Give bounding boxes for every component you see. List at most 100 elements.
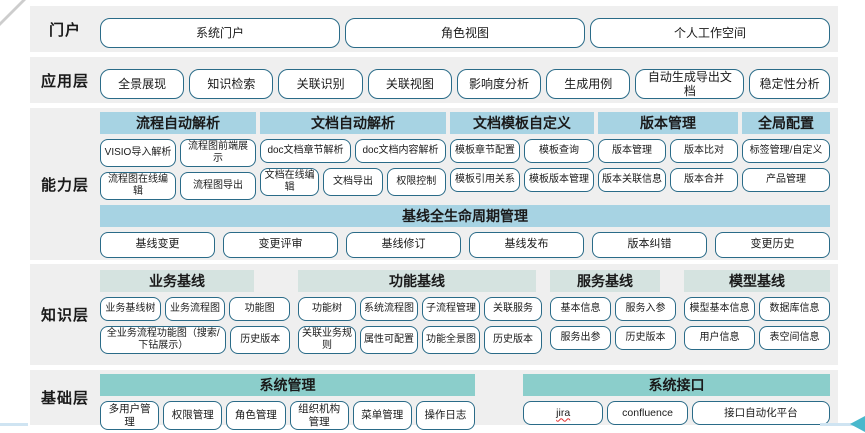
knowledge-group-row: 用户信息表空间信息 — [684, 326, 830, 350]
layer-label-foundation: 基础层 — [40, 390, 89, 407]
layer-label-knowledge: 知识层 — [40, 307, 89, 324]
module-box: 文档在线编辑 — [260, 168, 320, 196]
knowledge-group-row: 业务基线树业务流程图功能图 — [100, 297, 291, 321]
capability-group-row: 模板章节配置模板查询 — [450, 139, 594, 163]
module-box: 菜单管理 — [352, 401, 412, 431]
baseline-lifecycle-header: 基线全生命周期管理 — [100, 205, 830, 227]
module-box: 子流程管理 — [422, 297, 480, 321]
foundation-group-header: 系统管理 — [100, 374, 475, 396]
knowledge-group: 服务基线基本信息服务入参服务出参历史版本 — [550, 270, 676, 350]
module-box: doc文档章节解析 — [260, 139, 351, 163]
module-box: 组织机构管理 — [289, 401, 349, 431]
module-box: VISIO导入解析 — [100, 139, 176, 167]
module-box: 表空间信息 — [759, 326, 830, 350]
knowledge-group-row: 关联业务规则属性可配置功能全景图历史版本 — [298, 326, 542, 354]
module-box: 业务基线树 — [100, 297, 161, 321]
knowledge-group: 业务基线业务基线树业务流程图功能图全业务流程功能图（搜索/下钻展示）历史版本 — [100, 270, 291, 354]
capability-group: 版本管理版本管理版本比对版本关联信息版本合并 — [598, 112, 738, 192]
bottom-right-line-decoration — [820, 423, 854, 426]
knowledge-groups: 业务基线业务基线树业务流程图功能图全业务流程功能图（搜索/下钻展示）历史版本功能… — [100, 264, 830, 354]
baseline-box: 基线变更 — [100, 232, 215, 258]
capability-group-header: 文档自动解析 — [260, 112, 446, 134]
module-box: 历史版本 — [484, 326, 542, 354]
module-box: 流程图前端展示 — [180, 139, 256, 167]
module-box: 历史版本 — [615, 326, 676, 350]
module-box: 全业务流程功能图（搜索/下钻展示） — [100, 326, 227, 354]
module-box: 模板版本管理 — [524, 168, 594, 192]
capability-group-row: 版本管理版本比对 — [598, 139, 738, 163]
app-box: 全景展现 — [100, 69, 185, 99]
module-box: 权限管理 — [163, 401, 223, 431]
module-box: 操作日志 — [415, 401, 476, 431]
module-box: 版本管理 — [598, 139, 666, 163]
knowledge-group-header: 服务基线 — [550, 270, 660, 292]
capability-group-header: 流程自动解析 — [100, 112, 256, 134]
module-box: 关联业务规则 — [298, 326, 356, 354]
capability-group-row: 版本关联信息版本合并 — [598, 168, 738, 192]
capability-group-row: 标签管理/自定义 — [742, 139, 830, 163]
module-box: 模板引用关系 — [450, 168, 520, 192]
bottom-left-line-decoration — [0, 423, 28, 426]
baseline-items: 基线变更变更评审基线修订基线发布版本纠错变更历史 — [100, 232, 830, 258]
module-box: 多用户管理 — [100, 401, 160, 431]
module-box: confluence — [607, 401, 688, 425]
module-box: 版本关联信息 — [598, 168, 666, 192]
baseline-box: 基线修订 — [346, 232, 461, 258]
baseline-box: 基线发布 — [469, 232, 584, 258]
foundation-group-row: 多用户管理权限管理角色管理组织机构管理菜单管理操作日志 — [100, 401, 476, 431]
capability-group-header: 文档模板自定义 — [450, 112, 594, 134]
foundation-group-header: 系统接口 — [523, 374, 830, 396]
module-box: 业务流程图 — [164, 297, 226, 321]
app-box: 关联视图 — [367, 69, 452, 99]
app-box: 关联识别 — [278, 69, 363, 99]
knowledge-group-header: 模型基线 — [684, 270, 830, 292]
knowledge-group-header: 功能基线 — [298, 270, 536, 292]
capability-group: 全局配置标签管理/自定义产品管理 — [742, 112, 830, 192]
knowledge-group-header: 业务基线 — [100, 270, 254, 292]
capability-group-row: 模板引用关系模板版本管理 — [450, 168, 594, 192]
app-box: 自动生成导出文档 — [635, 69, 745, 99]
module-box: 模板章节配置 — [450, 139, 520, 163]
module-box: 权限控制 — [386, 168, 446, 196]
capability-group-row: VISIO导入解析流程图前端展示 — [100, 139, 256, 167]
portal-box: 系统门户 — [100, 18, 340, 48]
module-box: 版本合并 — [670, 168, 738, 192]
portal-items: 系统门户角色视图个人工作空间 — [100, 6, 838, 52]
module-box: 基本信息 — [550, 297, 611, 321]
portal-box: 个人工作空间 — [590, 18, 830, 48]
app-box: 知识检索 — [189, 69, 274, 99]
layer-portal: 门户 系统门户角色视图个人工作空间 — [30, 6, 838, 52]
knowledge-group-row: 服务出参历史版本 — [550, 326, 676, 350]
module-box: 服务出参 — [550, 326, 611, 350]
module-box: 标签管理/自定义 — [742, 139, 830, 163]
baseline-box: 变更评审 — [223, 232, 338, 258]
module-box: 模型基本信息 — [684, 297, 755, 321]
layer-label-portal: 门户 — [48, 21, 81, 39]
knowledge-group: 功能基线功能树系统流程图子流程管理关联服务关联业务规则属性可配置功能全景图历史版… — [298, 270, 542, 354]
module-box: 数据库信息 — [759, 297, 830, 321]
module-box: 流程图导出 — [180, 172, 256, 200]
module-box: 历史版本 — [230, 326, 290, 354]
capability-group-header: 全局配置 — [742, 112, 830, 134]
module-box: 属性可配置 — [360, 326, 418, 354]
module-box: 角色管理 — [226, 401, 286, 431]
module-box: 模板查询 — [524, 139, 594, 163]
capability-group-row: 文档在线编辑文档导出权限控制 — [260, 168, 446, 196]
layer-foundation: 基础层 系统管理多用户管理权限管理角色管理组织机构管理菜单管理操作日志 系统接口 j… — [30, 370, 838, 431]
capability-group-header: 版本管理 — [598, 112, 738, 134]
layer-application: 应用层 全景展现知识检索关联识别关联视图影响度分析生成用例自动生成导出文档稳定性… — [30, 57, 838, 103]
knowledge-content: 业务基线业务基线树业务流程图功能图全业务流程功能图（搜索/下钻展示）历史版本功能… — [100, 264, 838, 365]
knowledge-group: 模型基线模型基本信息数据库信息用户信息表空间信息 — [684, 270, 830, 350]
module-box: jira — [523, 401, 604, 425]
knowledge-group-row: 功能树系统流程图子流程管理关联服务 — [298, 297, 542, 321]
portal-box: 角色视图 — [345, 18, 585, 48]
page-corner-decoration-inner — [0, 0, 22, 22]
